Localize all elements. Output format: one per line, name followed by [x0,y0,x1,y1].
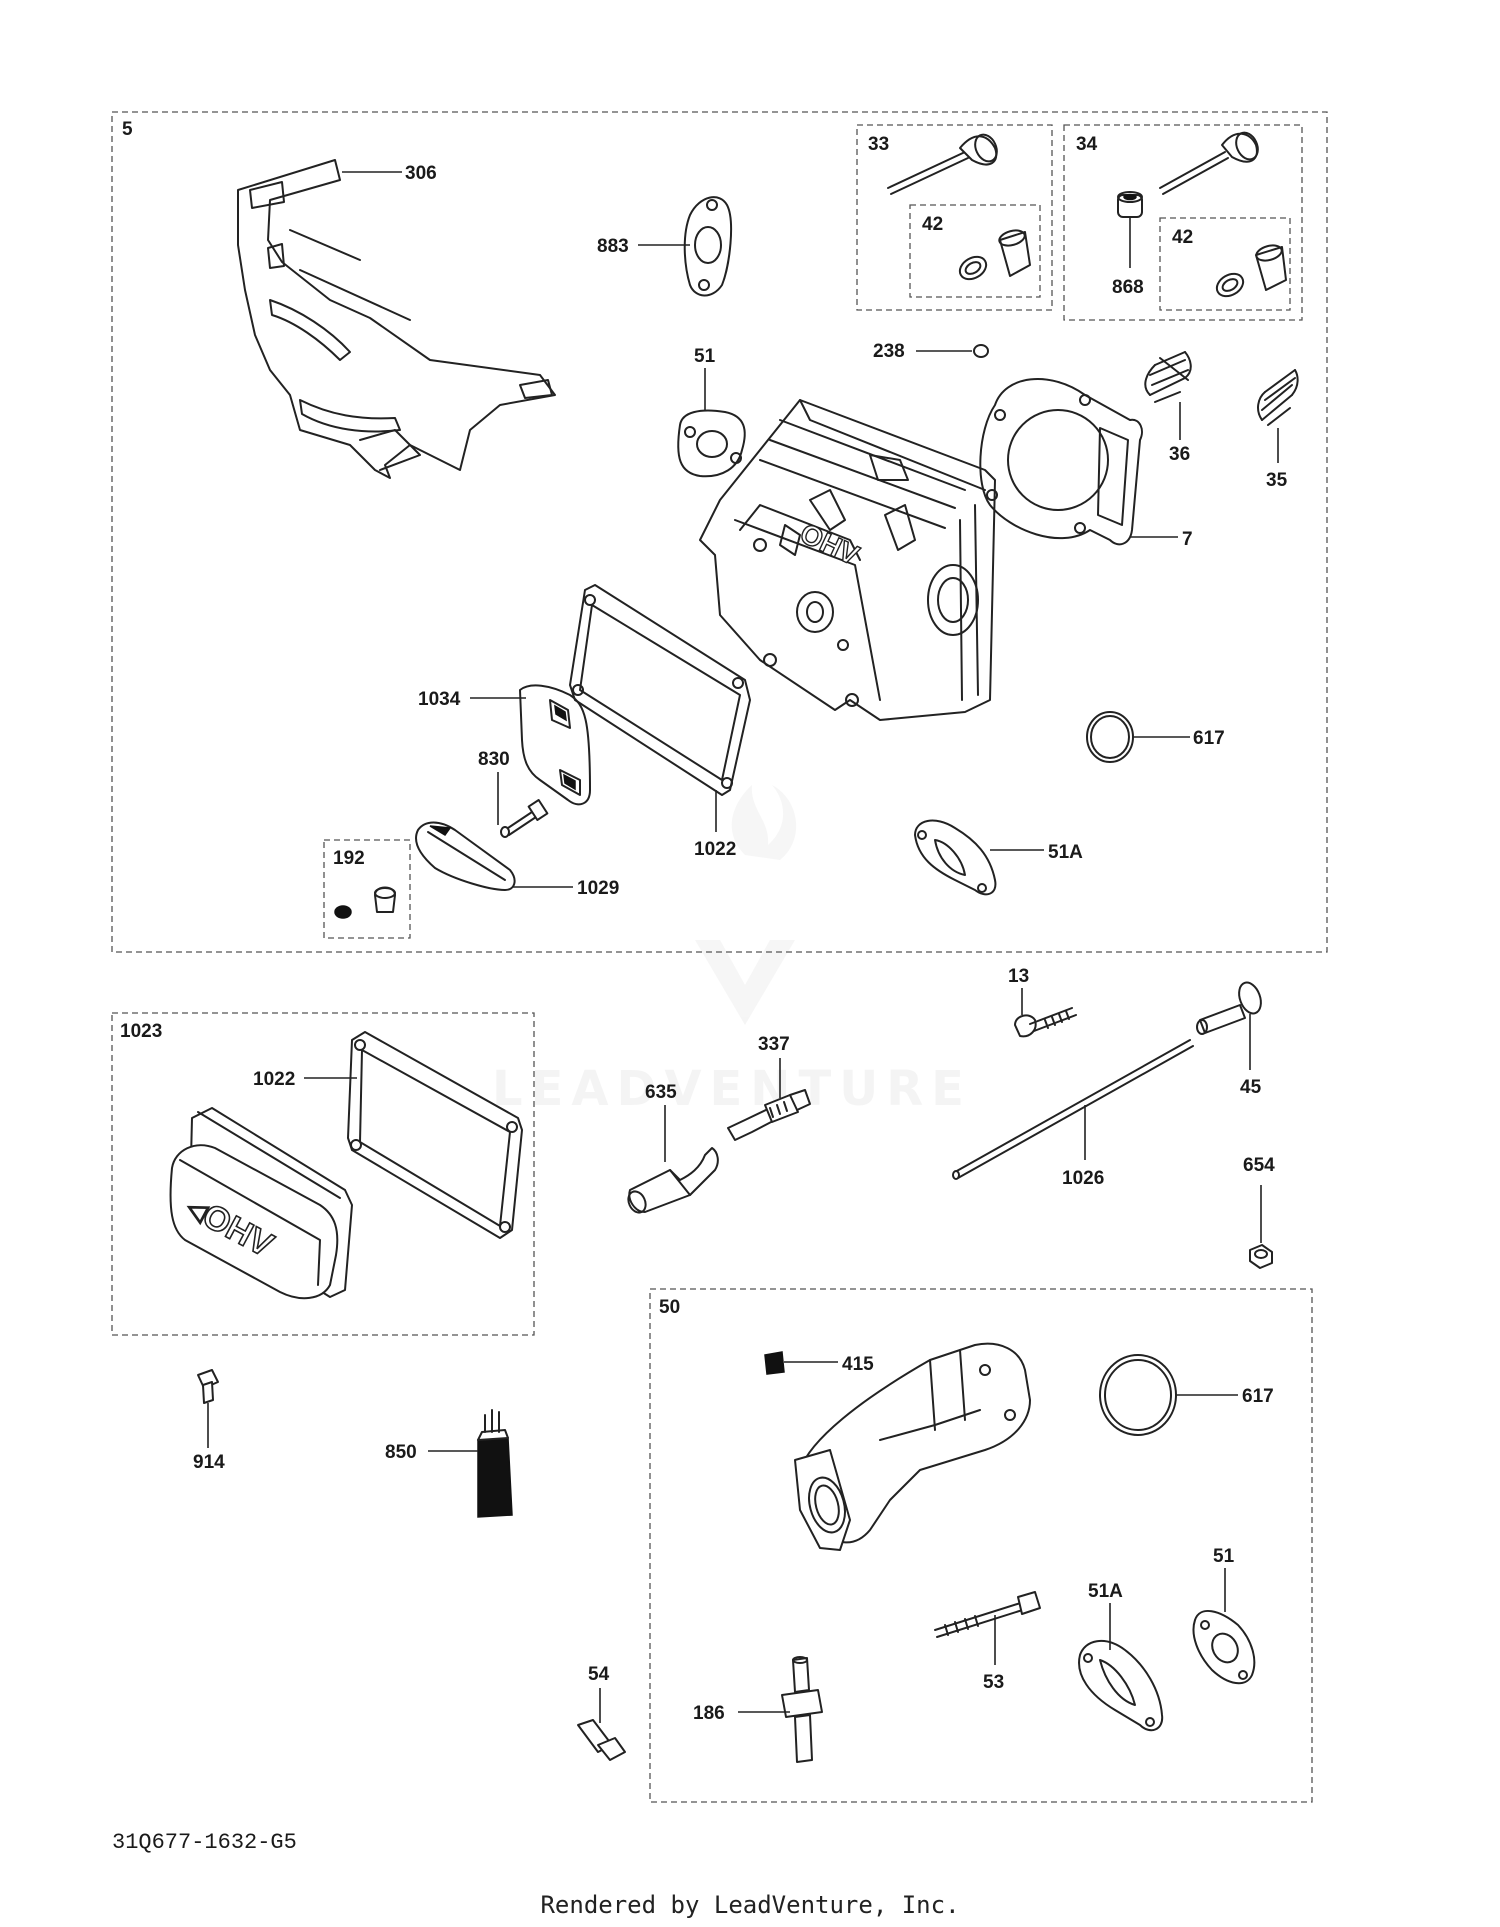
callout-51: 51 [694,346,716,367]
valve-retainer-b [1215,244,1287,298]
callout-36: 36 [1169,444,1190,465]
callout-914: 914 [193,1452,225,1473]
group-label-main: 5 [122,119,133,140]
callout-51b: 51 [1213,1546,1235,1567]
callout-617: 617 [1193,728,1225,749]
callout-54: 54 [588,1664,610,1685]
o-ring-617b [1099,1354,1177,1436]
valve-spring-36 [1144,351,1192,403]
push-rod-1026 [952,1039,1194,1180]
group-box-retainer-b [1159,217,1291,311]
intake-gasket-883 [683,196,732,297]
callout-337: 337 [758,1034,790,1055]
intake-elbow [794,1342,1031,1551]
group-label-breather: 192 [333,848,365,869]
callout-13: 13 [1008,966,1029,987]
cover-gasket-1022 [347,1031,523,1239]
callout-35: 35 [1266,470,1288,491]
sealant-tube-850 [477,1409,513,1518]
fitting-415 [764,1351,785,1375]
callout-415: 415 [842,1354,874,1375]
diagram-code: 31Q677-1632-G5 [112,1830,297,1855]
group-box-exhaust-valve [1063,124,1303,321]
gasket-51A [914,819,997,896]
breather-cover-1029 [415,821,516,891]
watermark-text: LEADVENTURE [492,1061,972,1117]
group-box-cover-kit [111,1012,535,1336]
screw-830 [500,799,549,838]
valve-retainer-a [958,229,1031,281]
spark-plug-boot-635 [627,1147,719,1214]
head-gasket-7 [979,378,1143,546]
callout-883: 883 [597,236,629,257]
group-box-main [111,111,1328,953]
callout-1022b: 1022 [253,1069,295,1090]
callout-1029: 1029 [577,878,619,899]
valve-spring-35 [1257,369,1299,426]
callout-1026: 1026 [1062,1168,1104,1189]
gasket-51b [1192,1610,1256,1685]
group-label-intake-kit: 50 [659,1297,680,1318]
valve-cover-1023: ◂OHV [169,1107,353,1300]
breather-fittings-192 [334,886,396,919]
callout-186: 186 [693,1703,725,1724]
plug-238 [973,344,989,358]
callout-654: 654 [1243,1155,1275,1176]
bolt-13 [1014,1007,1077,1038]
exhaust-valve [1159,131,1259,195]
callout-238: 238 [873,341,905,362]
bolt-914 [197,1369,219,1404]
callout-51Ab: 51A [1088,1581,1123,1602]
callout-850: 850 [385,1442,417,1463]
group-label-exhaust-valve: 34 [1076,134,1098,155]
group-label-cover-kit: 1023 [120,1021,162,1042]
breather-fitting-186 [781,1656,823,1763]
group-box-retainer-a [909,204,1041,298]
callout-635: 635 [645,1082,677,1103]
rocker-cover-gasket [569,584,751,796]
callout-617b: 617 [1242,1386,1274,1407]
footer-credit: Rendered by LeadVenture, Inc. [540,1891,959,1919]
o-ring-617 [1086,711,1134,763]
callout-45: 45 [1240,1077,1262,1098]
watermark-logo: LEADVENTURE [492,785,972,1117]
valve-stem-seal-868 [1117,191,1143,218]
cylinder-head: OHV [699,399,996,721]
intake-gasket-51 [677,409,746,478]
group-label-retainer-a: 42 [922,214,943,235]
callout-306: 306 [405,163,437,184]
stud-53 [934,1591,1041,1638]
callout-1022: 1022 [694,839,736,860]
group-label-intake-valve: 33 [868,134,889,155]
group-label-retainer-b: 42 [1172,227,1193,248]
air-guide-shroud [237,159,556,479]
callout-51A: 51A [1048,842,1083,863]
group-box-breather [323,839,411,939]
callout-53: 53 [983,1672,1004,1693]
breather-plate-1034 [519,684,591,806]
bolt-54 [577,1719,626,1761]
callout-868: 868 [1112,277,1144,298]
callout-830: 830 [478,749,510,770]
group-box-intake-kit [649,1288,1313,1803]
spark-plug-337 [727,1089,811,1141]
valve-tappet-45 [1196,981,1262,1035]
intake-valve [887,133,998,195]
callout-1034: 1034 [418,689,461,710]
gasket-51Ab [1078,1640,1164,1732]
callout-7: 7 [1182,529,1193,550]
nut-654 [1249,1244,1273,1269]
